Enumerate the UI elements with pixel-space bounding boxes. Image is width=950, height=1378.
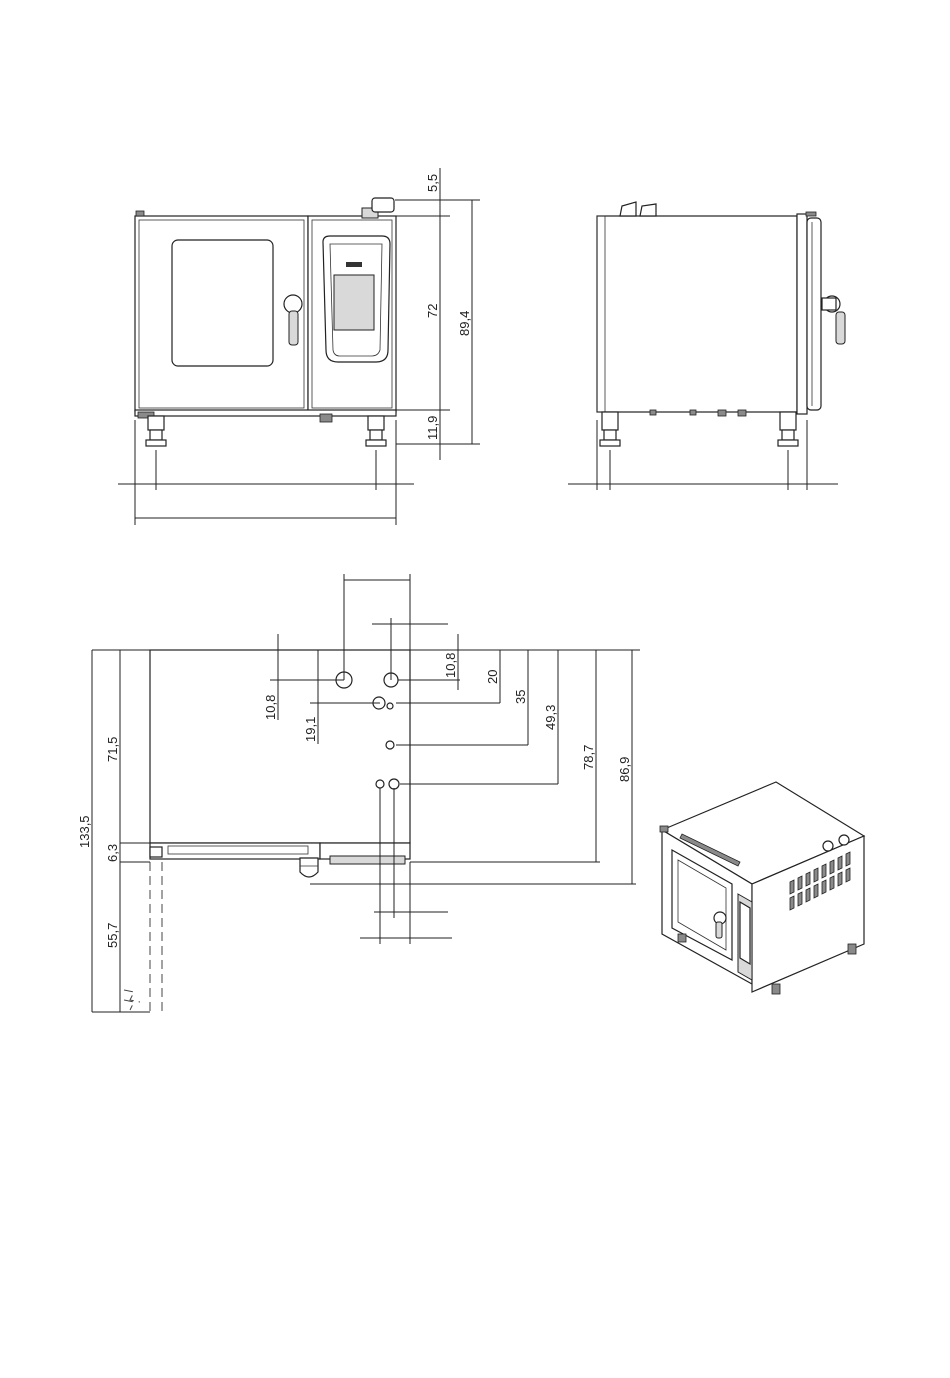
front-leg-right xyxy=(366,416,386,446)
side-body xyxy=(597,216,797,412)
isometric-view xyxy=(660,782,864,994)
dim-leg-height: 11,9 xyxy=(425,416,440,440)
dim-conn-78: 78,7 xyxy=(581,745,596,770)
touch-screen xyxy=(334,275,374,330)
top-door xyxy=(150,843,320,859)
side-leg-left xyxy=(600,412,620,446)
door-window xyxy=(172,240,273,366)
dim-depth-total: 133,5 xyxy=(77,815,92,848)
dim-conn-20: 20 xyxy=(485,670,500,684)
dim-panel-height: 72 xyxy=(425,304,440,318)
dim-door-swing: 55,7 xyxy=(105,923,120,948)
top-body xyxy=(150,650,410,843)
dim-drain-offset-b: 19,1 xyxy=(303,717,318,742)
dim-conn-49: 49,3 xyxy=(543,705,558,730)
dim-total-height: 89,4 xyxy=(457,311,472,336)
display-indicator-icon xyxy=(346,262,362,267)
dim-top-offset: 5,5 xyxy=(425,174,440,192)
top-view: 133,5 71,5 6,3 55,7 10,8 19,1 10,8 20 35… xyxy=(77,574,640,1012)
dim-conn-right: 10,8 xyxy=(443,653,458,678)
front-view: 5,5 72 89,4 11,9 xyxy=(118,168,480,525)
top-handle-icon xyxy=(300,858,318,877)
door-handle-icon xyxy=(284,295,302,313)
dim-body-depth: 71,5 xyxy=(105,737,120,762)
dim-conn-35: 35 xyxy=(513,690,528,704)
dim-drain-offset-a: 10,8 xyxy=(263,695,278,720)
dim-door-depth: 6,3 xyxy=(105,844,120,862)
front-leg-left xyxy=(146,416,166,446)
connection-port-icon xyxy=(386,741,394,749)
dim-conn-86: 86,9 xyxy=(617,757,632,782)
side-view xyxy=(568,202,845,490)
side-leg-right xyxy=(778,412,798,446)
